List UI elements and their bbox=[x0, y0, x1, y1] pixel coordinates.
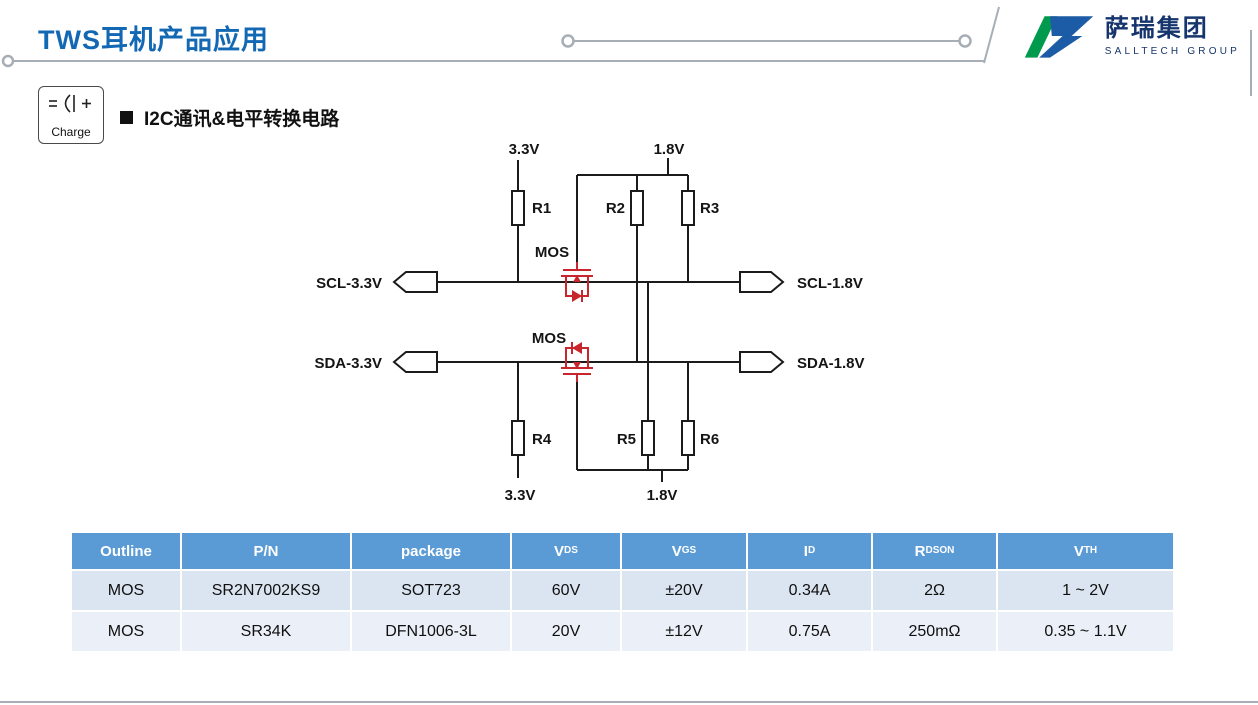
label-r1: R1 bbox=[532, 200, 551, 217]
table-cell: ±20V bbox=[622, 571, 746, 610]
table-cell: 2Ω bbox=[873, 571, 996, 610]
table-cell: 0.34A bbox=[748, 571, 871, 610]
section-title: I2C通讯&电平转换电路 bbox=[144, 109, 340, 130]
page-title: TWS耳机产品应用 bbox=[38, 25, 269, 55]
table-cell: 60V bbox=[512, 571, 620, 610]
logo-subtitle: SALLTECH GROUP bbox=[1104, 45, 1240, 57]
label-r6: R6 bbox=[700, 431, 719, 448]
resistor-r6 bbox=[681, 420, 695, 456]
logo-name: 萨瑞集团 bbox=[1104, 14, 1209, 42]
rail-label-bottom-3v3: 3.3V bbox=[505, 487, 536, 504]
resistor-r4 bbox=[511, 420, 525, 456]
mos2-arrow bbox=[573, 362, 581, 369]
port-arrow-scl33 bbox=[392, 271, 438, 293]
table-cell: ±12V bbox=[622, 612, 746, 651]
label-r2: R2 bbox=[606, 200, 625, 217]
resistor-r2 bbox=[630, 190, 644, 226]
table-cell: MOS bbox=[72, 612, 180, 651]
rail-label-top-3v3: 3.3V bbox=[509, 141, 540, 158]
port-connectors bbox=[392, 271, 785, 373]
table-cell: SR2N7002KS9 bbox=[182, 571, 350, 610]
table-cell: 0.75A bbox=[748, 612, 871, 651]
logo-mark-icon bbox=[1024, 16, 1093, 58]
rail-label-bottom-1v8: 1.8V bbox=[647, 487, 678, 504]
port-label-scl33: SCL-3.3V bbox=[316, 275, 382, 292]
circuit-wires bbox=[437, 158, 740, 482]
resistor-r3 bbox=[681, 190, 695, 226]
section-bullet bbox=[120, 111, 133, 124]
mos1-body-diode bbox=[572, 290, 582, 302]
table-cell: 250mΩ bbox=[873, 612, 996, 651]
mos2-body-diode bbox=[572, 342, 582, 354]
port-arrow-sda18 bbox=[739, 351, 785, 373]
company-logo: 萨瑞集团 SALLTECH GROUP bbox=[1018, 8, 1244, 64]
resistor-r1 bbox=[511, 190, 525, 226]
table-cell: 0.35 ~ 1.1V bbox=[998, 612, 1173, 651]
table-header-package: package bbox=[352, 533, 510, 569]
table-cell: SR34K bbox=[182, 612, 350, 651]
label-r5: R5 bbox=[617, 431, 636, 448]
table-cell: DFN1006-3L bbox=[352, 612, 510, 651]
mos2-symbol bbox=[561, 342, 593, 382]
label-mos2: MOS bbox=[532, 330, 566, 347]
resistors bbox=[511, 190, 695, 456]
label-r3: R3 bbox=[700, 200, 719, 217]
mos1-arrow bbox=[573, 275, 581, 282]
rail-label-top-1v8: 1.8V bbox=[654, 141, 685, 158]
table-cell: 20V bbox=[512, 612, 620, 651]
charge-icon bbox=[49, 94, 91, 113]
section-heading-row: I2C通讯&电平转换电路 bbox=[120, 104, 339, 131]
port-label-sda33: SDA-3.3V bbox=[314, 355, 382, 372]
label-mos1: MOS bbox=[535, 244, 569, 261]
label-r4: R4 bbox=[532, 431, 552, 448]
port-arrow-sda33 bbox=[392, 351, 438, 373]
table-header-pn: P/N bbox=[182, 533, 350, 569]
port-label-scl18: SCL-1.8V bbox=[797, 275, 863, 292]
table-cell: 1 ~ 2V bbox=[998, 571, 1173, 610]
table-cell: SOT723 bbox=[352, 571, 510, 610]
table-cell: MOS bbox=[72, 571, 180, 610]
port-arrow-scl18 bbox=[739, 271, 785, 293]
port-label-sda18: SDA-1.8V bbox=[797, 355, 865, 372]
table-header-outline: Outline bbox=[72, 533, 180, 569]
charge-badge: Charge bbox=[38, 86, 104, 144]
charge-label: Charge bbox=[51, 125, 91, 139]
mos1-symbol bbox=[561, 262, 593, 302]
resistor-r5 bbox=[641, 420, 655, 456]
